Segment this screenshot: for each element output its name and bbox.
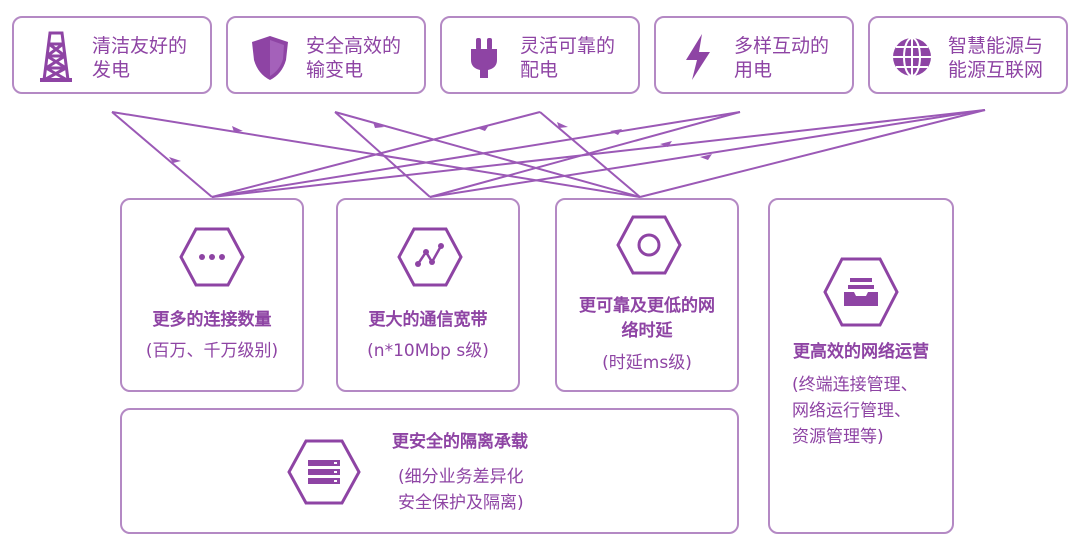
link-trans-to-latency (334, 111, 641, 198)
link-gen-to-connections (111, 111, 213, 198)
capability-operations: 更高效的网络运营 (终端连接管理、 网络运行管理、 资源管理等) (768, 198, 954, 534)
arrowhead (557, 122, 568, 128)
capability-title: 更可靠及更低的网络时延 (579, 296, 715, 341)
globe-icon (893, 37, 931, 77)
capability-subtitle: (n*10Mbp s级) (367, 341, 489, 361)
capability-title: 更安全的隔离承载 (392, 432, 528, 452)
capability-connections: 更多的连接数量 (百万、千万级别) (120, 198, 304, 392)
lightning-bolt-icon (686, 34, 710, 80)
capability-subtitle: (百万、千万级别) (145, 341, 279, 361)
link-net-to-connections (211, 109, 986, 198)
circle-hexagon-icon (616, 215, 682, 275)
power-tower-icon (40, 31, 72, 82)
capability-bandwidth: 更大的通信宽带 (n*10Mbp s级) (336, 198, 520, 392)
top-box-transmission: 安全高效的输变电 (226, 16, 426, 94)
trend-hexagon-icon (397, 227, 463, 287)
capability-title: 更高效的网络运营 (793, 342, 929, 362)
capability-isolation: 更安全的隔离承载 (细分业务差异化 安全保护及隔离) (120, 408, 739, 534)
capability-title: 更多的连接数量 (152, 310, 272, 330)
link-trans-to-bandwidth (334, 111, 431, 198)
link-net-to-latency (639, 109, 986, 198)
capability-latency: 更可靠及更低的网络时延 (时延ms级) (555, 198, 739, 392)
shield-icon (252, 36, 288, 80)
top-box-consumption: 多样互动的用电 (654, 16, 854, 94)
top-box-label: 多样互动的用电 (734, 35, 830, 81)
arrowhead (660, 141, 672, 147)
top-box-energy-internet: 智慧能源与能源互联网 (868, 16, 1068, 94)
capability-subtitle: (终端连接管理、 网络运行管理、 资源管理等) (792, 375, 918, 447)
top-box-label: 智慧能源与能源互联网 (948, 35, 1044, 81)
inbox-hexagon-icon (823, 257, 899, 327)
server-hexagon-icon (287, 439, 361, 505)
plug-icon (471, 38, 497, 78)
link-use-to-connections (211, 111, 741, 198)
link-net-to-bandwidth (429, 109, 986, 198)
top-box-label: 安全高效的输变电 (306, 35, 402, 81)
capability-title: 更大的通信宽带 (368, 310, 488, 330)
top-box-generation: 清洁友好的发电 (12, 16, 212, 94)
top-box-distribution: 灵活可靠的配电 (440, 16, 640, 94)
arrowhead (477, 125, 489, 131)
arrowhead (373, 122, 384, 128)
arrowhead (169, 157, 181, 163)
top-box-label: 灵活可靠的配电 (520, 35, 616, 81)
capability-subtitle: (细分业务差异化 安全保护及隔离) (398, 467, 524, 513)
arrowhead (610, 129, 622, 135)
top-box-label: 清洁友好的发电 (92, 35, 188, 81)
arrowhead (232, 126, 243, 132)
capability-subtitle: (时延ms级) (602, 353, 692, 373)
arrowhead (700, 154, 712, 160)
ellipsis-hexagon-icon (179, 227, 245, 287)
